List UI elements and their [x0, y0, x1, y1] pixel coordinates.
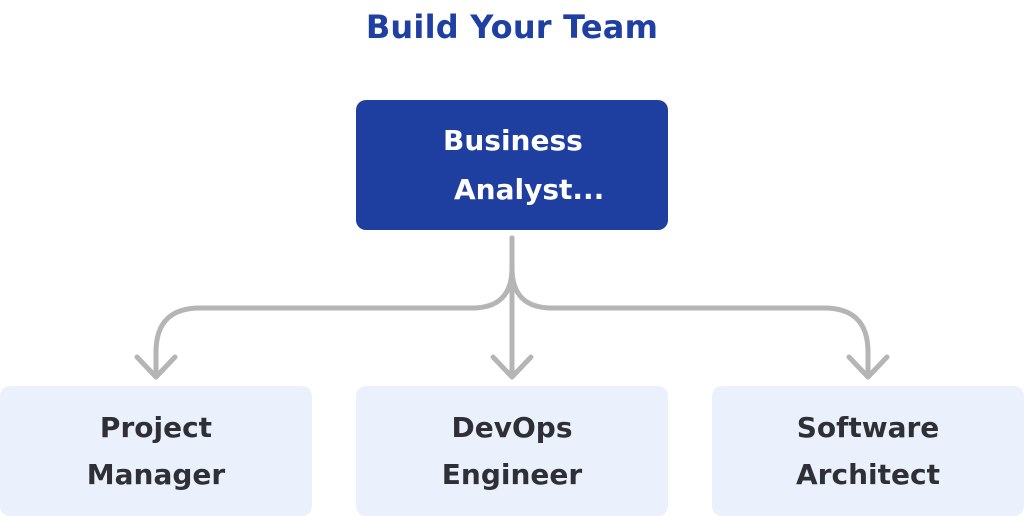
arrowhead-software-architect — [846, 354, 890, 380]
node-label-line1: Project — [99, 411, 213, 444]
connector-to-software-architect — [509, 235, 871, 377]
node-label-line1: Software — [796, 411, 940, 444]
node-business-analyst: Business Analyst... — [356, 100, 668, 230]
node-label-line2: Architect — [796, 458, 940, 491]
node-software-architect: Software Architect — [712, 386, 1024, 516]
node-label-line2: Manager — [86, 458, 226, 491]
arrowhead-project-manager — [134, 354, 178, 380]
node-project-manager: Project Manager — [0, 386, 312, 516]
node-label-line2: Engineer — [441, 458, 583, 491]
diagram-title: Build Your Team — [365, 8, 659, 46]
node-label-line1: Business — [443, 124, 583, 157]
node-label-line1: DevOps — [451, 411, 573, 444]
node-label-line2: Analyst... — [454, 173, 605, 206]
node-devops-engineer: DevOps Engineer — [356, 386, 668, 516]
connector-to-project-manager — [153, 235, 515, 377]
arrowhead-devops-engineer — [490, 354, 534, 380]
